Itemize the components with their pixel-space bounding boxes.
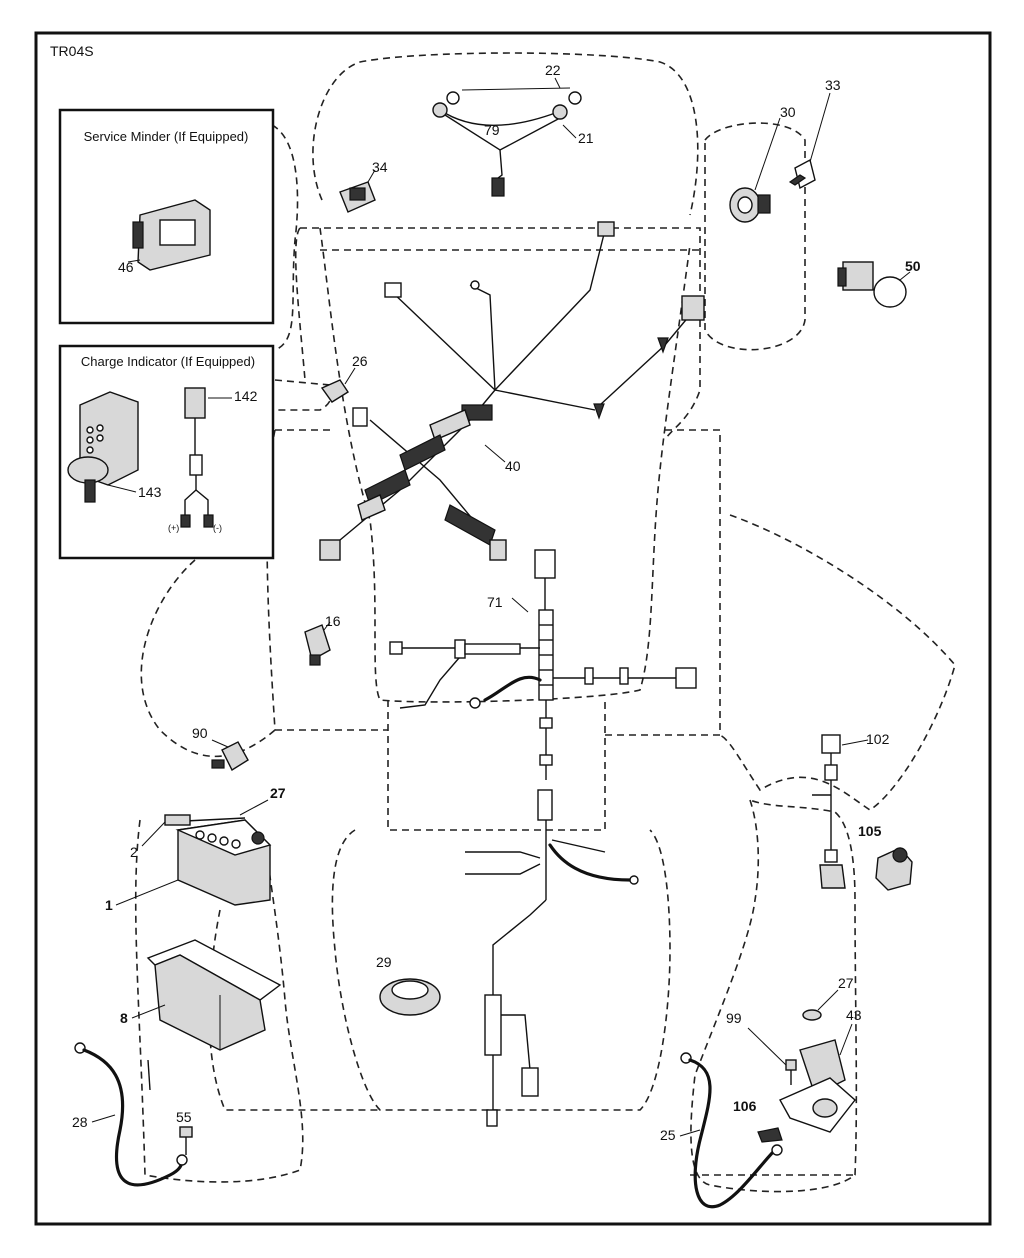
label-33: 33	[825, 77, 841, 93]
label-55: 55	[176, 1109, 192, 1125]
label-16: 16	[325, 613, 341, 629]
label-102: 102	[866, 731, 890, 747]
label-106: 106	[733, 1098, 757, 1114]
switch-16	[304, 624, 331, 666]
battery-tray-8	[146, 939, 282, 1051]
label-34: 34	[372, 159, 388, 175]
main-harness-40	[319, 221, 705, 561]
label-79: 79	[484, 122, 500, 138]
label-90: 90	[192, 725, 208, 741]
ignition-switch-30	[729, 187, 771, 223]
label-43: 43	[846, 1007, 862, 1023]
charge-indicator-box: Charge Indicator (If Equipped) 143 (+) (…	[58, 344, 275, 560]
battery-1	[164, 814, 272, 906]
service-minder-module	[132, 199, 211, 271]
rear-harness-71	[389, 549, 697, 1127]
ground-cable-25	[680, 1052, 783, 1209]
label-30: 30	[780, 104, 796, 120]
part-90	[211, 741, 249, 772]
label-46: 46	[118, 259, 134, 275]
bolt-99	[785, 1059, 797, 1085]
service-minder-box: Service Minder (If Equipped) 46	[58, 108, 275, 325]
relay-26	[320, 379, 349, 403]
part-29	[379, 978, 441, 1016]
label-8: 8	[120, 1010, 128, 1026]
negative-terminal-label: (-)	[213, 523, 222, 533]
service-minder-title: Service Minder (If Equipped)	[84, 129, 249, 144]
headlight-harness	[432, 87, 582, 197]
charge-indicator-title: Charge Indicator (If Equipped)	[81, 354, 255, 369]
charge-indicator-gauge	[67, 391, 139, 503]
diagram-code: TR04S	[50, 43, 94, 59]
positive-terminal-label: (+)	[168, 523, 179, 533]
label-29: 29	[376, 954, 392, 970]
label-50: 50	[905, 258, 921, 274]
label-142: 142	[234, 388, 258, 404]
label-27-bottom: 27	[838, 975, 854, 991]
harness-102	[812, 734, 846, 889]
label-27-top: 27	[270, 785, 286, 801]
chassis-outline	[134, 52, 956, 1193]
label-143: 143	[138, 484, 162, 500]
switch-34	[339, 181, 376, 213]
label-25: 25	[660, 1127, 676, 1143]
label-1: 1	[105, 897, 113, 913]
solenoid-105	[875, 847, 913, 891]
label-21: 21	[578, 130, 594, 146]
label-28: 28	[72, 1114, 88, 1130]
label-105: 105	[858, 823, 882, 839]
starter-43	[779, 1009, 856, 1133]
bolt-55	[179, 1126, 193, 1155]
key-33	[788, 158, 816, 190]
label-40: 40	[505, 458, 521, 474]
label-2: 2	[130, 844, 138, 860]
label-26: 26	[352, 353, 368, 369]
label-22: 22	[545, 62, 561, 78]
battery-cable-28	[74, 1042, 188, 1187]
pto-switch-50	[837, 261, 907, 308]
clip-106	[757, 1127, 783, 1143]
diagram-frame	[34, 31, 992, 1226]
label-99: 99	[726, 1010, 742, 1026]
charge-indicator-harness: (+) (-)	[168, 387, 222, 533]
label-71: 71	[487, 594, 503, 610]
